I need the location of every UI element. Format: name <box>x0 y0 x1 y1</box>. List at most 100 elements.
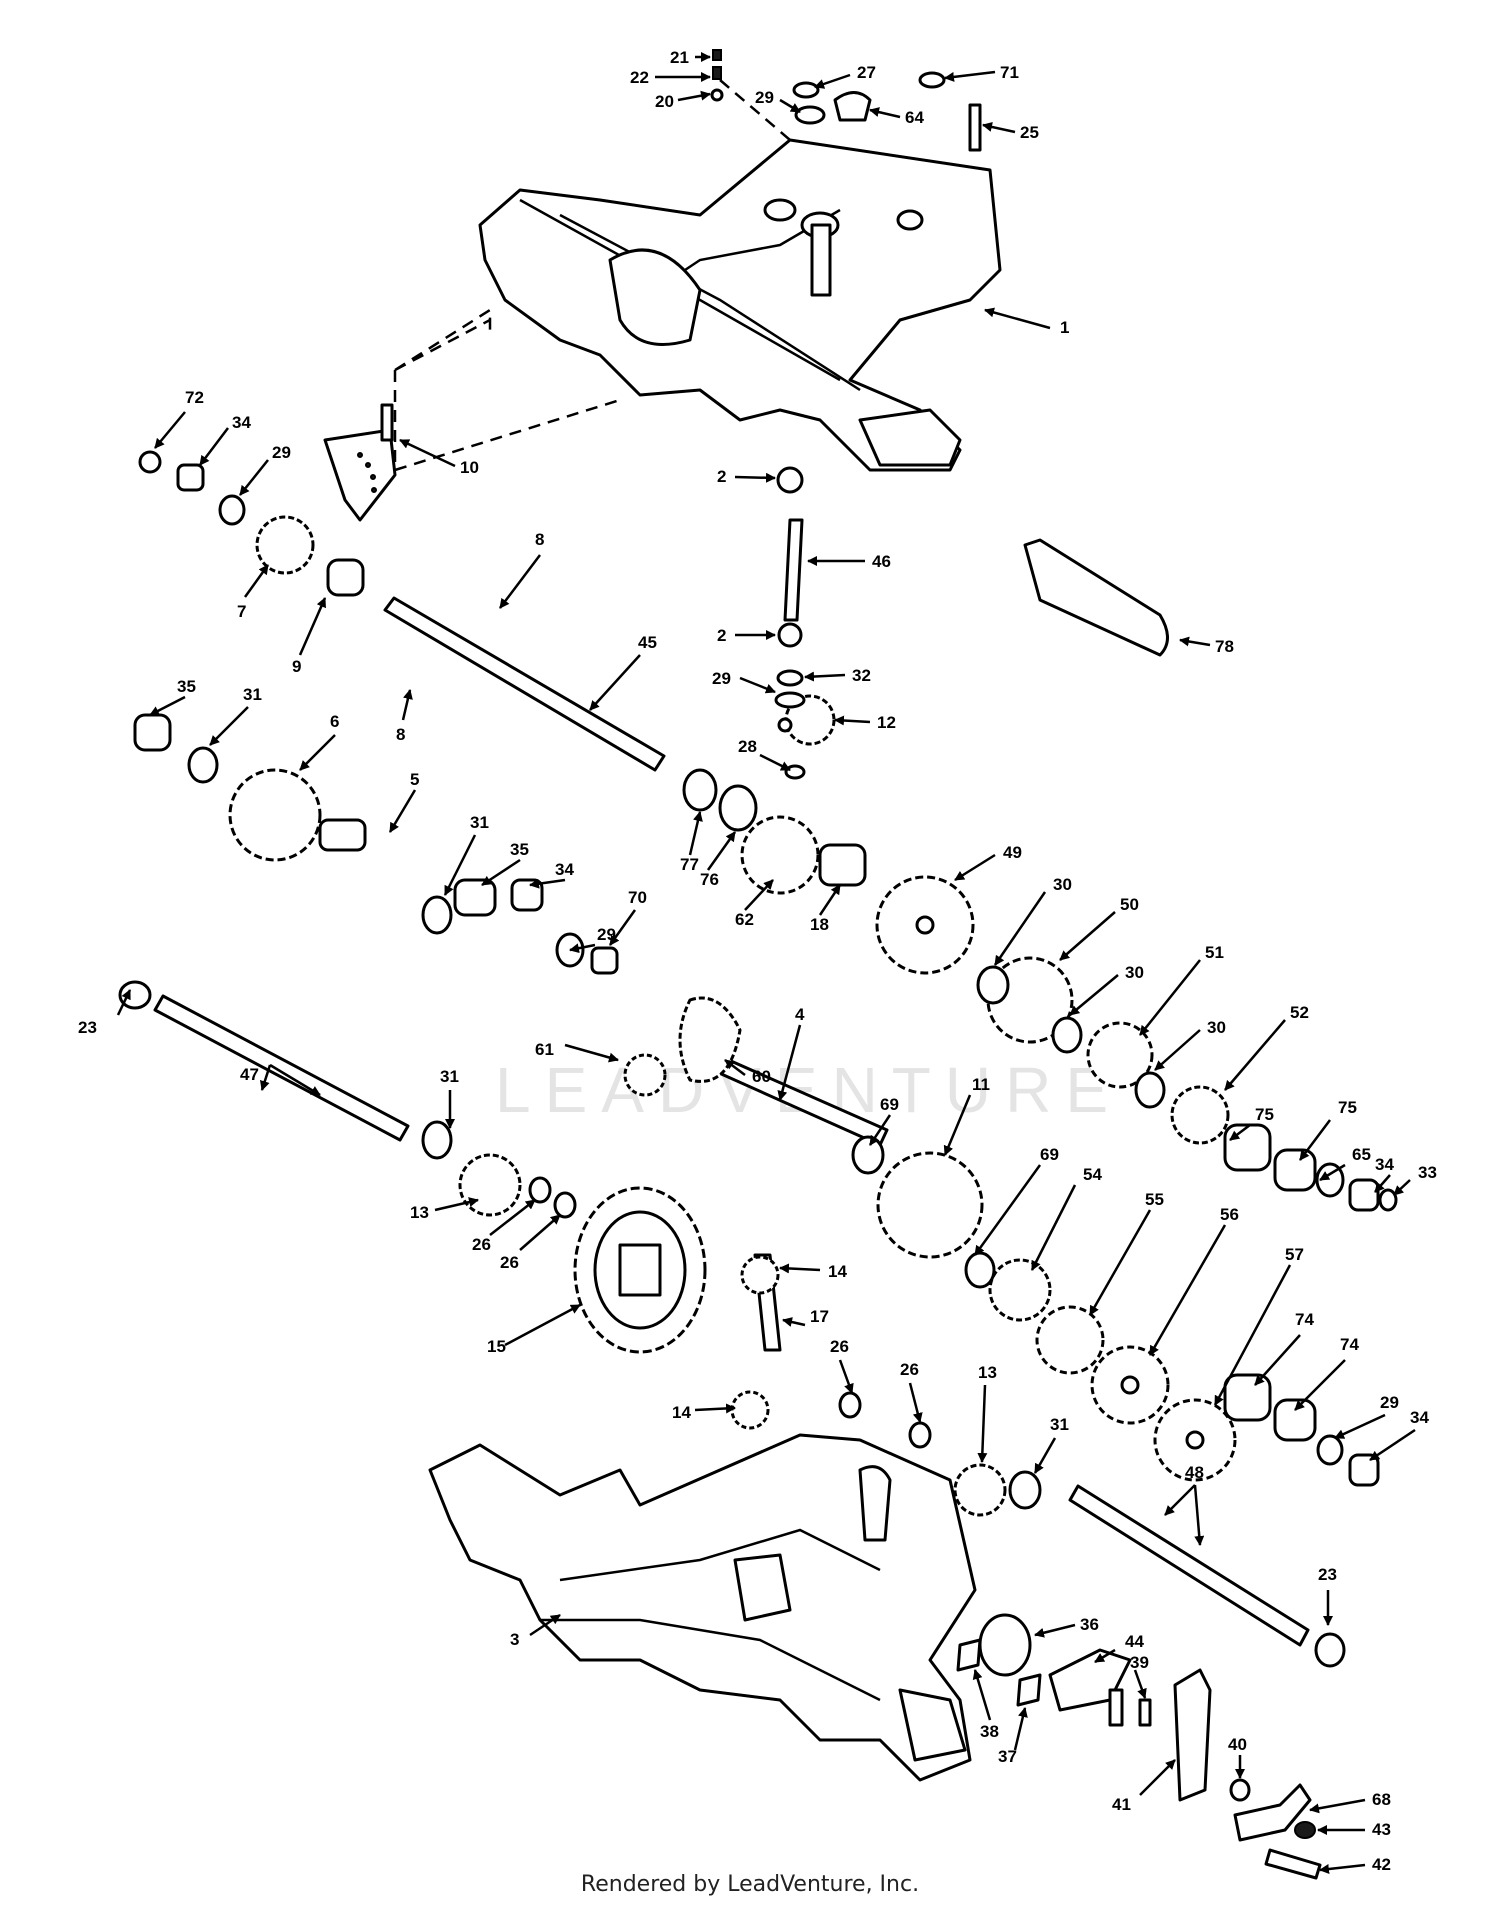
callout-label: 26 <box>500 1253 519 1272</box>
callout-label: 43 <box>1372 1820 1391 1839</box>
callout-label: 18 <box>810 915 829 934</box>
callout-label: 23 <box>78 1018 97 1037</box>
callout-label: 5 <box>410 770 419 789</box>
callout-label: 51 <box>1205 943 1224 962</box>
dashed-guide-upper <box>719 79 791 141</box>
callout-label: 30 <box>1125 963 1144 982</box>
callout-label: 38 <box>980 1722 999 1741</box>
callout-label: 27 <box>857 63 876 82</box>
callout-label: 35 <box>177 677 196 696</box>
lower-case-housing <box>428 1433 977 1782</box>
callout-label: 74 <box>1340 1335 1359 1354</box>
callout-label: 75 <box>1338 1098 1357 1117</box>
callout-label: 35 <box>510 840 529 859</box>
callout-label: 57 <box>1285 1245 1304 1264</box>
callout-label: 12 <box>877 713 896 732</box>
callout-label: 61 <box>535 1040 554 1059</box>
callout-label: 69 <box>880 1095 899 1114</box>
callout-label: 49 <box>1003 843 1022 862</box>
footer-credit: Rendered by LeadVenture, Inc. <box>580 1872 920 1897</box>
callout-label: 15 <box>487 1337 506 1356</box>
callout-label: 46 <box>872 552 891 571</box>
callout-label: 60 <box>752 1067 771 1086</box>
callout-label: 25 <box>1020 123 1039 142</box>
callout-label: 13 <box>410 1203 429 1222</box>
callout-label: 78 <box>1215 637 1234 656</box>
callout-label: 40 <box>1228 1735 1247 1754</box>
callout-label: 21 <box>670 48 689 67</box>
watermark: LEADVENTURE <box>495 1054 1122 1126</box>
callout-label: 28 <box>738 737 757 756</box>
callout-label: 72 <box>185 388 204 407</box>
callout-label: 29 <box>712 669 731 688</box>
callout-label: 34 <box>232 413 251 432</box>
callout-label: 65 <box>1352 1145 1371 1164</box>
callout-label: 29 <box>1380 1393 1399 1412</box>
callout-label: 14 <box>672 1403 691 1422</box>
callout-label: 30 <box>1207 1018 1226 1037</box>
callout-label: 42 <box>1372 1855 1391 1874</box>
shift-quadrant <box>323 403 397 522</box>
leader-lines <box>116 52 1416 1874</box>
callout-label: 56 <box>1220 1205 1239 1224</box>
callout-label: 41 <box>1112 1795 1131 1814</box>
callout-label: 52 <box>1290 1003 1309 1022</box>
callout-label: 31 <box>470 813 489 832</box>
callout-label: 68 <box>1372 1790 1391 1809</box>
callout-label: 20 <box>655 92 674 111</box>
callout-label: 11 <box>972 1075 990 1094</box>
callout-label: 70 <box>628 888 647 907</box>
callout-label: 45 <box>638 633 657 652</box>
callout-label: 69 <box>1040 1145 1059 1164</box>
callout-label: 22 <box>630 68 649 87</box>
callout-label: 64 <box>905 108 924 127</box>
callout-label: 44 <box>1125 1632 1144 1651</box>
callout-label: 37 <box>998 1747 1017 1766</box>
callout-label: 55 <box>1145 1190 1164 1209</box>
callout-label: 29 <box>272 443 291 462</box>
top-small-parts <box>710 49 982 152</box>
callout-label: 1 <box>1060 318 1069 337</box>
callout-labels: 21 22 20 27 29 64 71 25 1 72 34 29 10 2 … <box>78 48 1437 1874</box>
callout-label: 62 <box>735 910 754 929</box>
brake-linkage-parts <box>956 1638 1322 1880</box>
callout-label: 77 <box>680 855 699 874</box>
callout-label: 26 <box>830 1337 849 1356</box>
callout-label: 26 <box>472 1235 491 1254</box>
callout-label: 6 <box>330 712 339 731</box>
callout-label: 29 <box>597 925 616 944</box>
callout-label: 47 <box>240 1065 259 1084</box>
callout-label: 8 <box>396 725 405 744</box>
callout-label: 39 <box>1130 1653 1149 1672</box>
callout-label: 4 <box>795 1005 805 1024</box>
callout-label: 31 <box>243 685 262 704</box>
callout-label: 14 <box>828 1262 847 1281</box>
callout-label: 3 <box>510 1630 519 1649</box>
callout-label: 74 <box>1295 1310 1314 1329</box>
callout-label: 71 <box>1000 63 1019 82</box>
callout-label: 29 <box>755 88 774 107</box>
callout-label: 34 <box>1375 1155 1394 1174</box>
callout-label: 31 <box>1050 1415 1069 1434</box>
callout-label: 36 <box>1080 1615 1099 1634</box>
callout-label: 26 <box>900 1360 919 1379</box>
callout-label: 2 <box>717 626 726 645</box>
callout-label: 75 <box>1255 1105 1274 1124</box>
washers-and-bushings <box>118 450 1398 1677</box>
callout-label: 2 <box>717 467 726 486</box>
callout-label: 17 <box>810 1307 829 1326</box>
callout-label: 9 <box>292 657 301 676</box>
callout-label: 34 <box>1410 1408 1429 1427</box>
callout-label: 34 <box>555 860 574 879</box>
callout-label: 8 <box>535 530 544 549</box>
callout-label: 48 <box>1185 1463 1204 1482</box>
callout-label: 7 <box>237 602 246 621</box>
callout-label: 32 <box>852 666 871 685</box>
callout-label: 31 <box>440 1067 459 1086</box>
differential-ring <box>573 1186 707 1354</box>
shafts <box>153 518 1310 1647</box>
callout-label: 33 <box>1418 1163 1437 1182</box>
callout-label: 54 <box>1083 1165 1102 1184</box>
callout-label: 76 <box>700 870 719 889</box>
